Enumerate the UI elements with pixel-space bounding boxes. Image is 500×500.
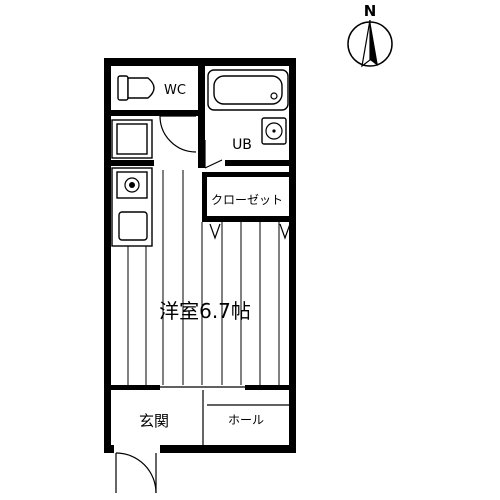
label-wc: WC <box>164 83 186 98</box>
doors <box>115 115 291 494</box>
label-hall: ホール <box>228 413 264 427</box>
label-ub: UB <box>232 137 252 153</box>
toilet <box>117 75 155 101</box>
compass-north-label: N <box>364 2 377 20</box>
label-closet: クローゼット <box>211 193 283 207</box>
compass-needle-right <box>370 20 378 66</box>
bathtub <box>207 69 289 111</box>
compass: N <box>347 2 393 68</box>
floorboards <box>127 170 280 385</box>
appliance-space <box>111 119 153 159</box>
interior-walls <box>104 58 296 390</box>
kitchen-counter <box>111 167 153 247</box>
washbasin <box>261 117 287 145</box>
label-western-room: 洋室6.7帖 <box>159 299 251 323</box>
label-entrance: 玄関 <box>139 412 169 430</box>
